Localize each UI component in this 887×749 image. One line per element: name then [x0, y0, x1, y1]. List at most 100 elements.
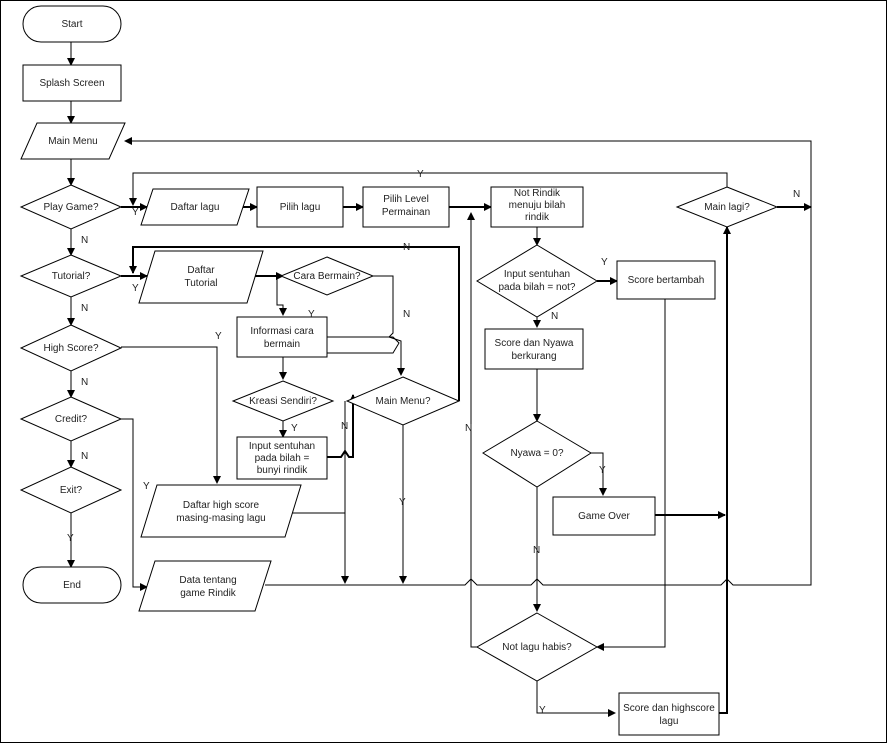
data-tentang-line2: game Rindik	[180, 588, 237, 599]
edge-highscore-daftar	[121, 346, 221, 484]
label-play-n: N	[81, 235, 88, 246]
game-over-label: Game Over	[578, 511, 630, 522]
edge-nyawa-gameover	[591, 452, 607, 496]
kreasi-sendiri-decision	[231, 380, 335, 422]
daftar-high-line2: masing-masing lagu	[176, 513, 266, 524]
play-game-decision	[19, 184, 123, 230]
informasi-process	[236, 316, 328, 358]
edge-notlagu-n	[467, 212, 477, 648]
splash-process	[22, 64, 122, 102]
not-rindik-process	[490, 186, 584, 228]
input-bunyi-line1: Input sentuhan	[249, 441, 315, 452]
edge-cara-mainmenuq	[373, 275, 405, 376]
pilih-level-line1: Pilih Level	[383, 194, 429, 205]
label-tutorial-y: Y	[132, 283, 139, 294]
label-highscore-n: N	[81, 377, 88, 388]
label-tutorial-n: N	[81, 303, 88, 314]
label-credit-y: Y	[143, 481, 150, 492]
label-play-y: Y	[132, 207, 139, 218]
pilih-lagu-label: Pilih lagu	[280, 202, 321, 213]
edge-mainlagi-y	[129, 172, 728, 206]
end-label: End	[63, 580, 81, 591]
start-terminator	[22, 5, 122, 43]
label-exit-y: Y	[67, 533, 74, 544]
exit-label: Exit?	[60, 485, 83, 496]
nodes: Start Splash Screen Main Menu Play Game?…	[19, 5, 779, 736]
input-bunyi-process	[236, 436, 328, 480]
splash-label: Splash Screen	[39, 78, 104, 89]
label-kreasi-n: N	[341, 421, 348, 432]
label-nyawa-y: Y	[599, 465, 606, 476]
input-bunyi-line3: bunyi rindik	[257, 465, 309, 476]
daftar-tutorial-line1: Daftar	[187, 265, 215, 276]
score-nyawa-line1: Score dan Nyawa	[495, 338, 574, 349]
not-lagu-habis-label: Not lagu habis?	[502, 642, 572, 653]
label-input-y: Y	[601, 257, 608, 268]
daftar-lagu-io	[140, 188, 250, 226]
edges	[67, 41, 812, 717]
label-mainlagi-n: N	[793, 189, 800, 200]
edge-inputbunyi-mainmenuq	[327, 394, 357, 458]
score-nyawa-line2: berkurang	[511, 351, 556, 362]
cara-bermain-label: Cara Bermain?	[293, 271, 361, 282]
edge-scorebertambah-notlagu	[596, 299, 666, 651]
informasi-line2: bermain	[264, 339, 300, 350]
input-sentuhan-decision	[476, 244, 598, 318]
not-lagu-habis-decision	[475, 612, 599, 682]
score-bertambah-process	[616, 260, 716, 300]
label-credit-n: N	[81, 451, 88, 462]
edge-data-return	[265, 207, 812, 586]
start-label: Start	[61, 19, 82, 30]
data-tentang-line1: Data tentang	[179, 575, 236, 586]
nyawa-label: Nyawa = 0?	[510, 448, 564, 459]
input-bunyi-line2: pada bilah =	[255, 453, 310, 464]
daftar-tutorial-line2: Tutorial	[185, 278, 218, 289]
not-rindik-line2: menuju bilah	[509, 200, 566, 211]
edge-highscore-mainlagi	[719, 226, 731, 714]
main-lagi-decision	[675, 186, 779, 228]
edge-return-mainmenu	[124, 137, 812, 207]
credit-decision	[19, 396, 123, 442]
label-input-n: N	[551, 311, 558, 322]
daftar-high-score-io	[140, 484, 302, 538]
play-game-label: Play Game?	[43, 202, 98, 213]
label-kreasi-y: Y	[291, 423, 298, 434]
label-cara-y: Y	[308, 309, 315, 320]
input-sentuhan-line2: pada bilah = not?	[498, 282, 575, 293]
main-lagi-label: Main lagi?	[704, 202, 750, 213]
end-terminator	[22, 566, 122, 604]
high-score-label: High Score?	[43, 343, 98, 354]
daftar-tutorial-io	[138, 250, 264, 304]
label-cara-n: N	[403, 309, 410, 320]
informasi-line1: Informasi cara	[250, 326, 314, 337]
tutorial-label: Tutorial?	[52, 271, 91, 282]
label-mainmenuq-y: Y	[399, 497, 406, 508]
game-over-process	[552, 496, 656, 536]
exit-decision	[19, 466, 123, 514]
label-mainlagi-y: Y	[417, 169, 424, 180]
score-bertambah-label: Score bertambah	[628, 275, 705, 286]
tutorial-decision	[19, 254, 123, 298]
not-rindik-line1: Not Rindik	[514, 188, 561, 199]
label-mainmenuq-n: N	[403, 242, 410, 253]
score-nyawa-process	[484, 328, 584, 370]
daftar-lagu-label: Daftar lagu	[171, 202, 220, 213]
not-rindik-line3: rindik	[525, 212, 550, 223]
main-menu-decision	[345, 376, 461, 426]
edge-cara-informasi	[276, 275, 287, 316]
label-highscore-y: Y	[215, 331, 222, 342]
label-nyawa-n: N	[533, 545, 540, 556]
score-highscore-line1: Score dan highscore	[623, 703, 715, 714]
edge-mainmenuq-n	[129, 246, 460, 401]
edge-labels: Y N Y N Y N N Y N Y N Y N Y N N N Y Y Y …	[67, 169, 800, 716]
label-notlagu-n: N	[465, 423, 472, 434]
credit-label: Credit?	[55, 414, 88, 425]
high-score-decision	[19, 324, 123, 372]
kreasi-sendiri-label: Kreasi Sendiri?	[249, 396, 317, 407]
cara-bermain-decision	[279, 256, 375, 296]
main-menu-decision-label: Main Menu?	[375, 396, 430, 407]
edge-credit-data	[121, 418, 148, 591]
main-menu-label: Main Menu	[48, 136, 97, 147]
